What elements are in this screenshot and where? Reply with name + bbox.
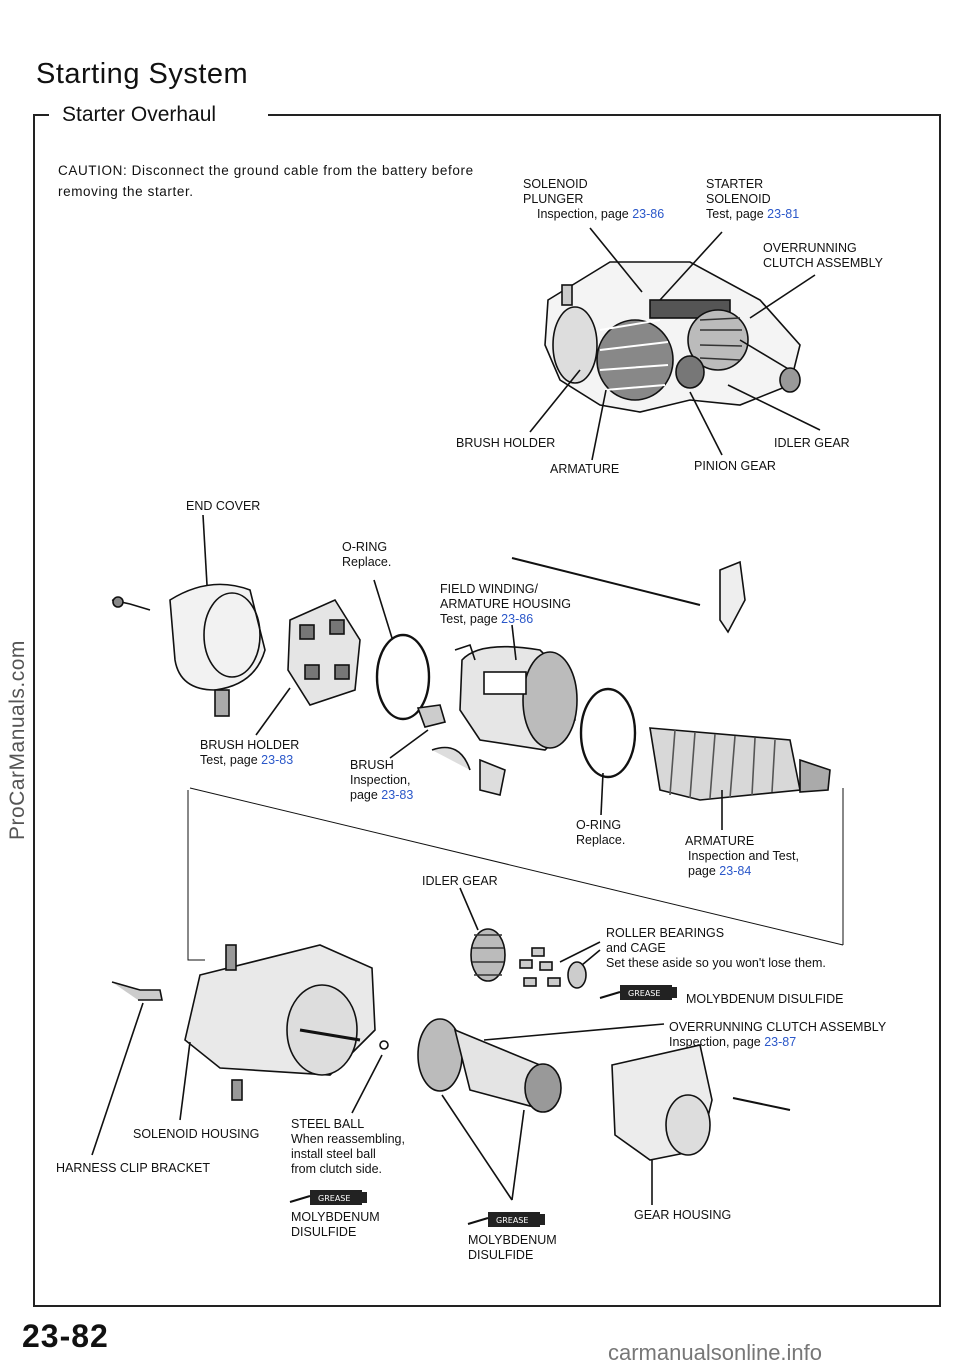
subsection-title: Starter Overhaul — [62, 103, 217, 126]
label-molybdenum-2: MOLYBDENUM DISULFIDE — [291, 1210, 380, 1239]
gear-housing-drawing — [611, 1044, 791, 1161]
caution-note: CAUTION: Disconnect the ground cable fro… — [58, 163, 474, 199]
section-title: Starting System — [36, 58, 249, 90]
label-armature: ARMATURE Inspection and Test, page 23-84 — [685, 834, 799, 878]
brush-holder-drawing — [287, 598, 361, 706]
label-idler-gear-top: IDLER GEAR — [774, 436, 850, 450]
field-winding-housing-drawing — [454, 643, 578, 751]
label-end-cover: END COVER — [186, 499, 261, 513]
frame-top-left-rule — [33, 114, 49, 116]
link-23-81[interactable]: 23-81 — [767, 207, 800, 221]
label-field-winding: FIELD WINDING/ ARMATURE HOUSING Test, pa… — [440, 582, 572, 626]
label-molybdenum-3: MOLYBDENUM DISULFIDE — [468, 1233, 557, 1262]
label-molybdenum-1: MOLYBDENUM DISULFIDE — [686, 992, 844, 1006]
label-gear-housing: GEAR HOUSING — [634, 1208, 732, 1222]
grease-tag-1: GREASE — [628, 989, 660, 998]
o-ring-1-drawing — [375, 633, 431, 721]
frame-top-right-rule — [268, 114, 941, 116]
side-watermark: ProCarManuals.com — [6, 640, 29, 840]
content-frame — [33, 115, 941, 1307]
label-harness-clip-bracket: HARNESS CLIP BRACKET — [56, 1161, 210, 1175]
link-23-83-brush[interactable]: 23-83 — [381, 788, 414, 802]
link-23-86-housing[interactable]: 23-86 — [501, 612, 534, 626]
grease-tag-2: GREASE — [318, 1194, 350, 1203]
grease-tube-icon-3: GREASE — [467, 1212, 545, 1227]
label-steel-ball: STEEL BALL When reassembling, install st… — [291, 1117, 405, 1176]
idler-gear-drawing — [470, 928, 506, 982]
grease-tube-icon-2: GREASE — [289, 1190, 367, 1205]
label-pinion-gear: PINION GEAR — [694, 459, 776, 473]
label-solenoid-housing: SOLENOID HOUSING — [133, 1127, 260, 1141]
label-starter-solenoid: STARTER SOLENOID Test, page 23-81 — [706, 177, 800, 221]
label-idler-gear: IDLER GEAR — [422, 874, 498, 888]
link-23-84[interactable]: 23-84 — [719, 864, 752, 878]
end-cover-drawing — [111, 583, 266, 717]
label-brush: BRUSH Inspection, page 23-83 — [350, 758, 414, 802]
page-number: 23-82 — [22, 1318, 109, 1354]
label-roller-bearings: ROLLER BEARINGS and CAGE Set these aside… — [606, 926, 826, 970]
label-armature-top: ARMATURE — [550, 462, 620, 476]
o-ring-2-drawing — [579, 687, 637, 779]
assembled-starter-drawing — [544, 261, 801, 413]
bottom-watermark: carmanualsonline.info — [608, 1340, 823, 1365]
label-overrunning-clutch: OVERRUNNING CLUTCH ASSEMBLY Inspection, … — [669, 1020, 887, 1049]
label-solenoid-plunger: SOLENOID PLUNGER Inspection, page 23-86 — [523, 177, 665, 221]
label-overrunning-clutch-top: OVERRUNNING CLUTCH ASSEMBLY — [763, 241, 883, 270]
armature-drawing — [649, 727, 831, 801]
overrunning-clutch-drawing — [417, 1018, 562, 1113]
grease-tag-3: GREASE — [496, 1216, 528, 1225]
link-23-83-holder[interactable]: 23-83 — [261, 753, 294, 767]
label-brush-holder: BRUSH HOLDER Test, page 23-83 — [200, 738, 300, 767]
roller-bearings-drawing — [519, 947, 587, 989]
label-o-ring-1: O-RING Replace. — [342, 540, 392, 569]
label-brush-holder-top: BRUSH HOLDER — [456, 436, 556, 450]
link-23-86-plunger[interactable]: 23-86 — [632, 207, 665, 221]
grease-tube-icon-1: GREASE — [599, 985, 677, 1000]
link-23-87[interactable]: 23-87 — [764, 1035, 797, 1049]
solenoid-housing-drawing — [111, 944, 376, 1101]
label-o-ring-2: O-RING Replace. — [576, 818, 626, 847]
